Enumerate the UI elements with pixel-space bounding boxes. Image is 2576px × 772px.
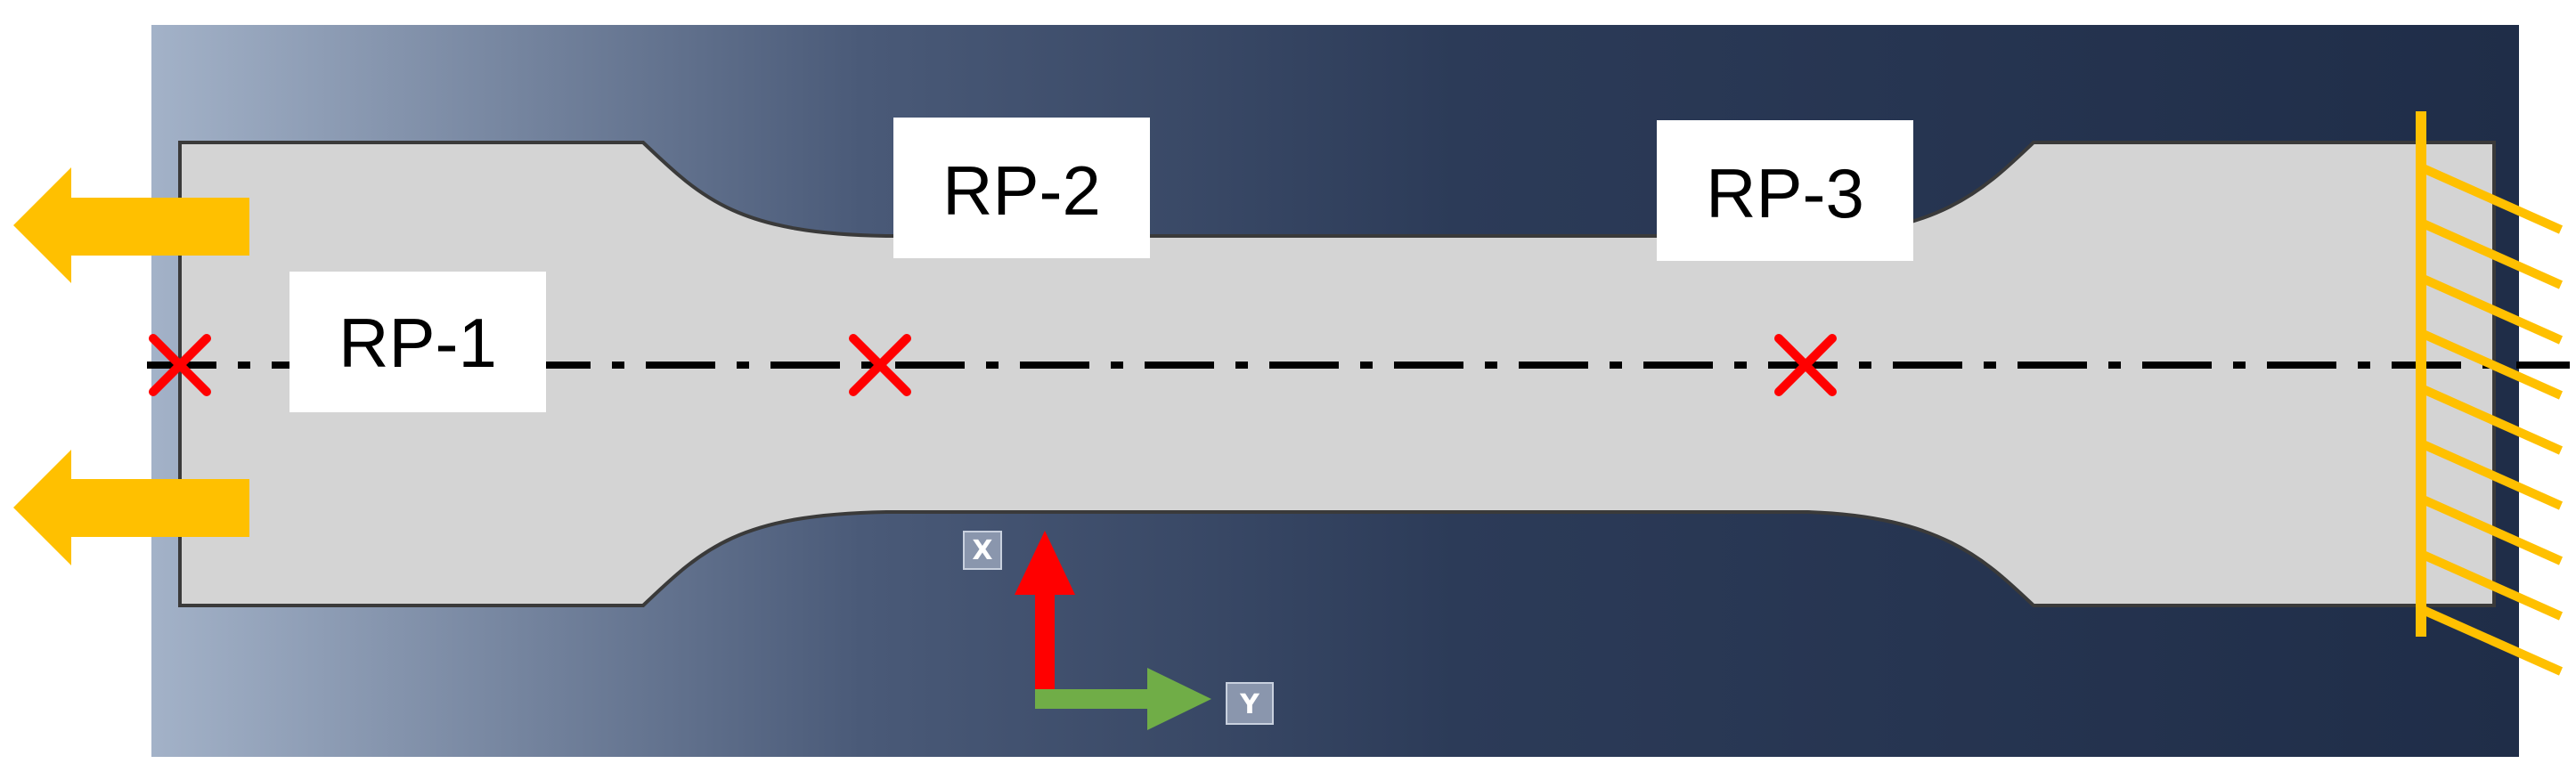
- rp-3-marker: [1774, 334, 1837, 396]
- rp-1-label: RP-1: [289, 272, 546, 412]
- x-axis-label: X: [972, 535, 992, 566]
- dogbone-specimen: [178, 141, 2496, 607]
- rp-1-label-text: RP-1: [338, 304, 497, 382]
- load-arrows: [13, 167, 249, 565]
- support-hatching: [2418, 163, 2564, 676]
- y-axis-arrow: [1035, 689, 1149, 709]
- rp-2-label: RP-2: [893, 118, 1150, 258]
- load-arrow-upper: [13, 167, 249, 283]
- load-arrow-lower: [13, 450, 249, 565]
- rp-2-marker: [849, 334, 911, 396]
- x-axis-label-box: [963, 531, 1002, 570]
- y-axis-arrowhead: [1147, 668, 1211, 730]
- x-axis-arrow: [1035, 592, 1055, 706]
- y-axis-label: Y: [1239, 689, 1260, 720]
- y-axis-label-box: [1226, 682, 1274, 725]
- rp-3-label: RP-3: [1657, 120, 1913, 261]
- coordinate-triad: X Y: [963, 531, 1274, 730]
- x-axis-arrowhead: [1015, 531, 1075, 595]
- rp-2-label-text: RP-2: [942, 151, 1101, 230]
- rp-1-marker: [149, 334, 211, 396]
- fixed-support: [2416, 111, 2564, 676]
- rp-3-label-text: RP-3: [1706, 154, 1864, 232]
